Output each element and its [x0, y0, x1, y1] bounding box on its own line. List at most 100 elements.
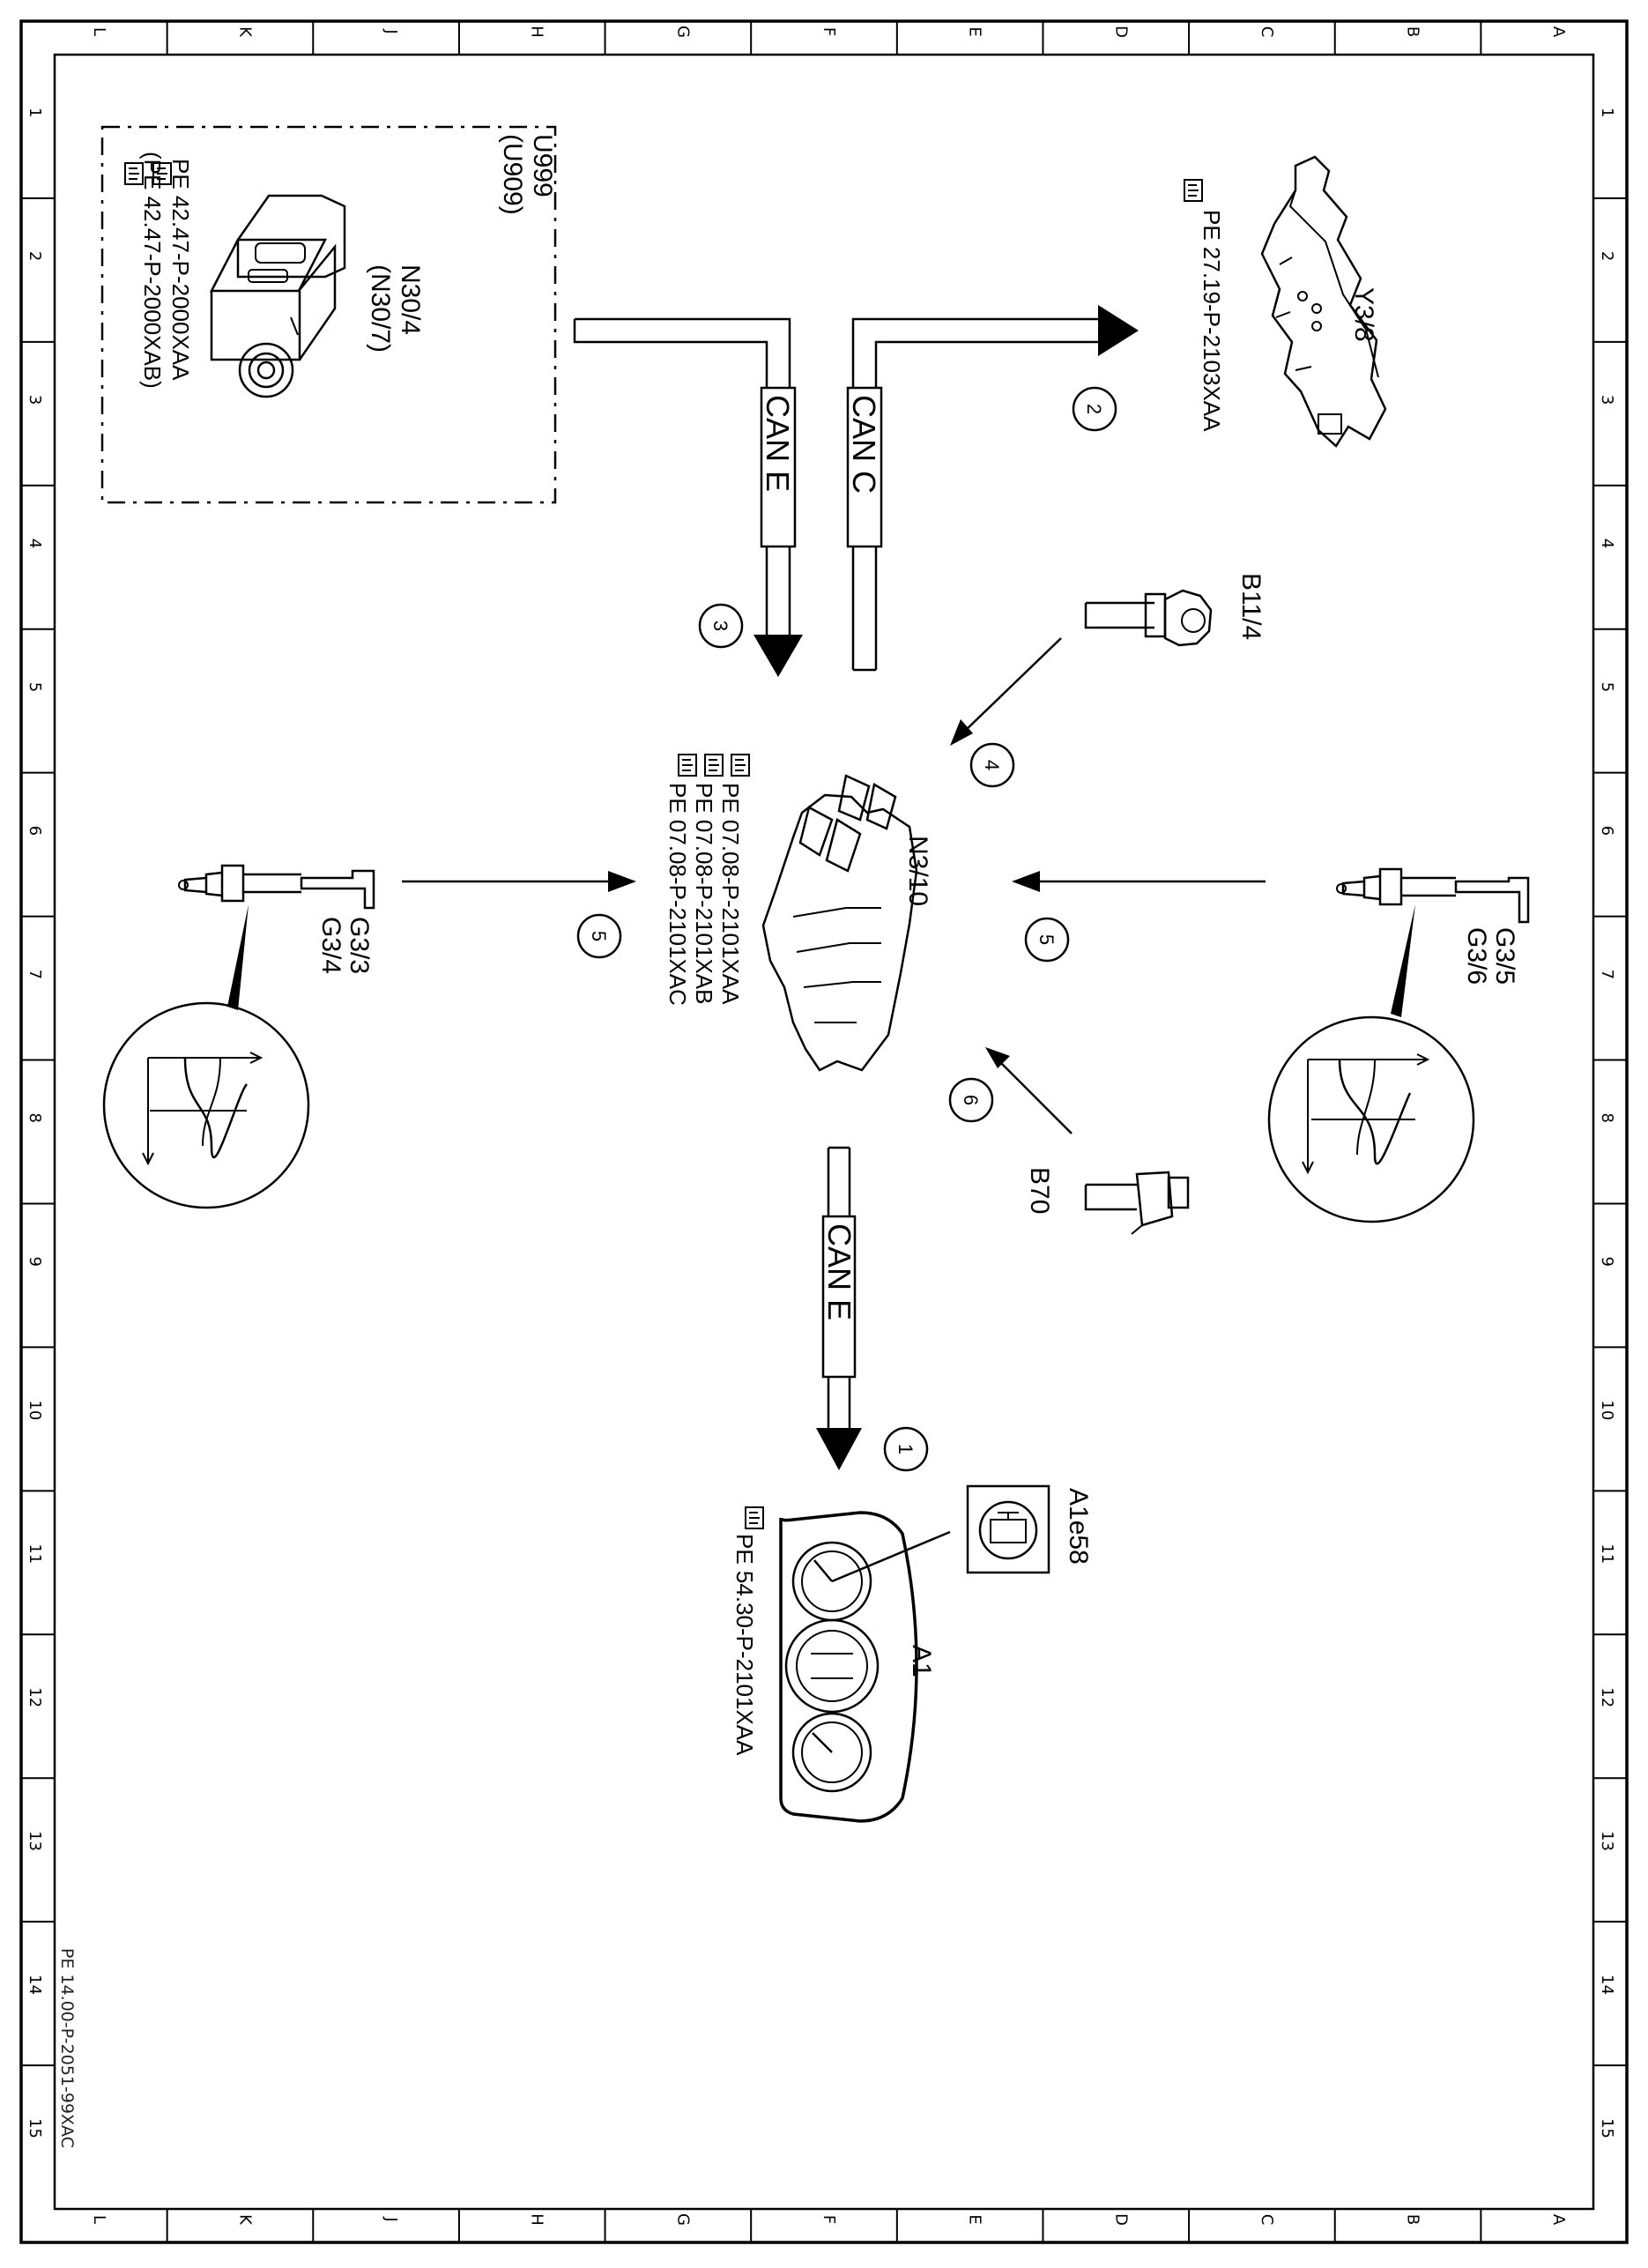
callout-4: 4	[969, 742, 1015, 788]
o2-sensor-right-icon	[1336, 867, 1530, 924]
grid-number-label: 6	[1598, 826, 1616, 836]
grid-number-label: 3	[26, 395, 44, 405]
camshaft-sensor-group: B70	[985, 1047, 1190, 1235]
can-e-lower-label-box	[821, 1215, 857, 1379]
grid-number-label: 10	[26, 1400, 44, 1420]
ecu-ref-2: PE 07.08-P-2101XAB	[691, 783, 717, 1005]
can-e-upper-arrowhead	[753, 635, 803, 677]
grid-number-label: 12	[26, 1687, 44, 1707]
hand-pointer-icon	[704, 754, 724, 777]
grid-number-label: 14	[26, 1974, 44, 1995]
hand-pointer-icon	[124, 162, 144, 185]
o2-sensor-left-signal	[102, 1001, 310, 1209]
grid-number-label: 9	[1598, 1256, 1616, 1266]
hand-pointer-icon	[745, 1506, 764, 1529]
callout-1-text: 1	[895, 1444, 917, 1454]
radar-ref-alt: (PE 42.47-P-2000XAB)	[139, 152, 166, 389]
grid-letter-label: A	[1549, 2214, 1568, 2226]
callout-6: 6	[948, 1077, 994, 1123]
valve-label: Y3/8	[1349, 287, 1378, 342]
o2-sensor-left-group: G3/3 G3/4	[102, 864, 636, 1209]
grid-number-label: 4	[1598, 539, 1616, 548]
grid-number-label: 4	[26, 539, 44, 548]
grid-letter-label: C	[1258, 2214, 1276, 2226]
can-e-lower-line: CAN E	[816, 1146, 862, 1470]
grid-number-label: 2	[26, 251, 44, 261]
grid-number-label: 8	[1598, 1113, 1616, 1123]
grid-letter-label: F	[820, 27, 838, 36]
radar-dashed-box	[100, 125, 557, 504]
ecu-label: N3/10	[903, 836, 932, 906]
callout-4-text: 4	[981, 760, 1003, 770]
grid-number-label: 11	[26, 1543, 44, 1564]
camshaft-sensor-arrow	[998, 1060, 1073, 1134]
o2-sensor-right-label-1: G3/5	[1490, 927, 1519, 985]
callout-5-left: 5	[576, 913, 622, 959]
grid-letter-label: C	[1258, 26, 1276, 38]
grid-letter-label: A	[1549, 26, 1568, 38]
grid-letter-label: L	[90, 27, 108, 36]
callout-2-text: 2	[1083, 404, 1105, 414]
grid-letter-label: F	[820, 2215, 838, 2224]
o2-sensor-left-label-1: G3/3	[345, 917, 374, 974]
can-e-upper-label: CAN E	[760, 395, 796, 492]
grid-letter-label: E	[966, 26, 984, 36]
grid-number-label: 12	[1598, 1687, 1616, 1707]
hand-pointer-icon	[678, 754, 697, 777]
radar-box-label: U999	[528, 134, 557, 197]
instrument-cluster-group: A1 PE 54.30-P-2101XAA A1e58	[731, 1484, 1093, 1823]
grid-letter-label: G	[673, 2213, 692, 2226]
can-c-label: CAN C	[846, 395, 882, 494]
drawing-frame	[19, 19, 1629, 2244]
callout-3: 3	[698, 603, 744, 649]
grid-letter-label: J	[382, 28, 400, 33]
o2-sensor-right-label-2: G3/6	[1462, 927, 1491, 985]
grid-letter-label: G	[673, 26, 692, 38]
grid-letter-label: B	[1404, 2214, 1422, 2225]
grid-letter-label: H	[528, 2213, 546, 2226]
grid-letter-label: E	[966, 2214, 984, 2224]
warning-lamp-leader	[831, 1530, 951, 1583]
grid-letter-label: B	[1404, 26, 1422, 37]
radar-box-label-alt: (U909)	[498, 134, 527, 215]
can-c-label-box	[846, 386, 883, 548]
radar-sensor-icon	[209, 194, 346, 398]
o2-sensor-left-label-2: G3/4	[316, 917, 345, 974]
o2-sensor-left-icon	[178, 864, 375, 910]
knock-sensor-label: B11/4	[1236, 573, 1266, 640]
grid-letter-label: K	[235, 2214, 254, 2226]
camshaft-sensor-label: B70	[1025, 1167, 1054, 1214]
valve-ref: PE 27.19-P-2103XAA	[1199, 210, 1225, 432]
camshaft-sensor-icon	[1084, 1171, 1190, 1235]
grid-number-label: 5	[26, 682, 44, 692]
callout-1: 1	[883, 1426, 929, 1472]
grid-number-label: 1	[26, 108, 44, 117]
radar-sensor-group: N30/4 (N30/7) U999 (U909) PE 42.47-P-200…	[100, 125, 557, 504]
knock-sensor-arrow	[961, 637, 1062, 734]
callout-5-right: 5	[1024, 917, 1070, 963]
ecu-ref-3: PE 07.08-P-2101XAC	[664, 783, 691, 1006]
grid-number-label: 13	[1598, 1831, 1616, 1851]
warning-lamp-icon	[966, 1484, 1050, 1574]
instrument-cluster-label: A1	[907, 1645, 936, 1677]
grid-number-label: 10	[1598, 1400, 1616, 1420]
grid-number-label: 3	[1598, 395, 1616, 405]
grid-number-label: 5	[1598, 682, 1616, 692]
can-e-upper-line: CAN E	[573, 317, 803, 677]
valve-body-icon	[1260, 155, 1387, 448]
callout-5-left-text: 5	[588, 931, 610, 941]
grid-number-label: 15	[26, 2118, 44, 2138]
grid-number-label: 7	[1598, 970, 1616, 979]
callout-2: 2	[1072, 386, 1117, 432]
callout-6-text: 6	[960, 1095, 982, 1105]
grid-number-label: 2	[1598, 251, 1616, 261]
grid-number-label: 14	[1598, 1974, 1616, 1995]
grid-letter-label: D	[1111, 26, 1130, 38]
engine-control-unit: N3/10 PE 07.08-P-2101XAA PE 07.08-P-2101…	[664, 754, 932, 1072]
can-e-lower-arrowhead	[816, 1428, 862, 1470]
can-e-lower-label: CAN E	[821, 1223, 857, 1320]
grid-number-label: 6	[26, 826, 44, 836]
